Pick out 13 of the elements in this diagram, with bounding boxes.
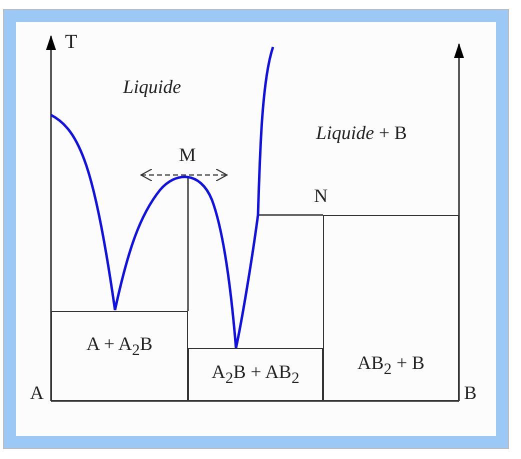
phase-label: A$_{2}$B + AB$_{2}$: [212, 362, 300, 386]
diagram-label: Liquide: [123, 78, 182, 97]
phase-label: A + A$_{2}$B: [86, 335, 153, 361]
phase-region: [323, 215, 459, 401]
phase-region: [188, 348, 323, 401]
diagram-label: M: [179, 146, 196, 165]
diagram-label: A: [30, 384, 44, 403]
phase-region: [51, 311, 188, 401]
diagram-label: T: [65, 32, 78, 52]
phase-label: AB$_{2}$ + B: [357, 352, 425, 378]
diagram-label: Liquide + B: [316, 124, 407, 143]
diagram-label: N: [314, 187, 328, 206]
diagram-label: B: [464, 384, 477, 403]
